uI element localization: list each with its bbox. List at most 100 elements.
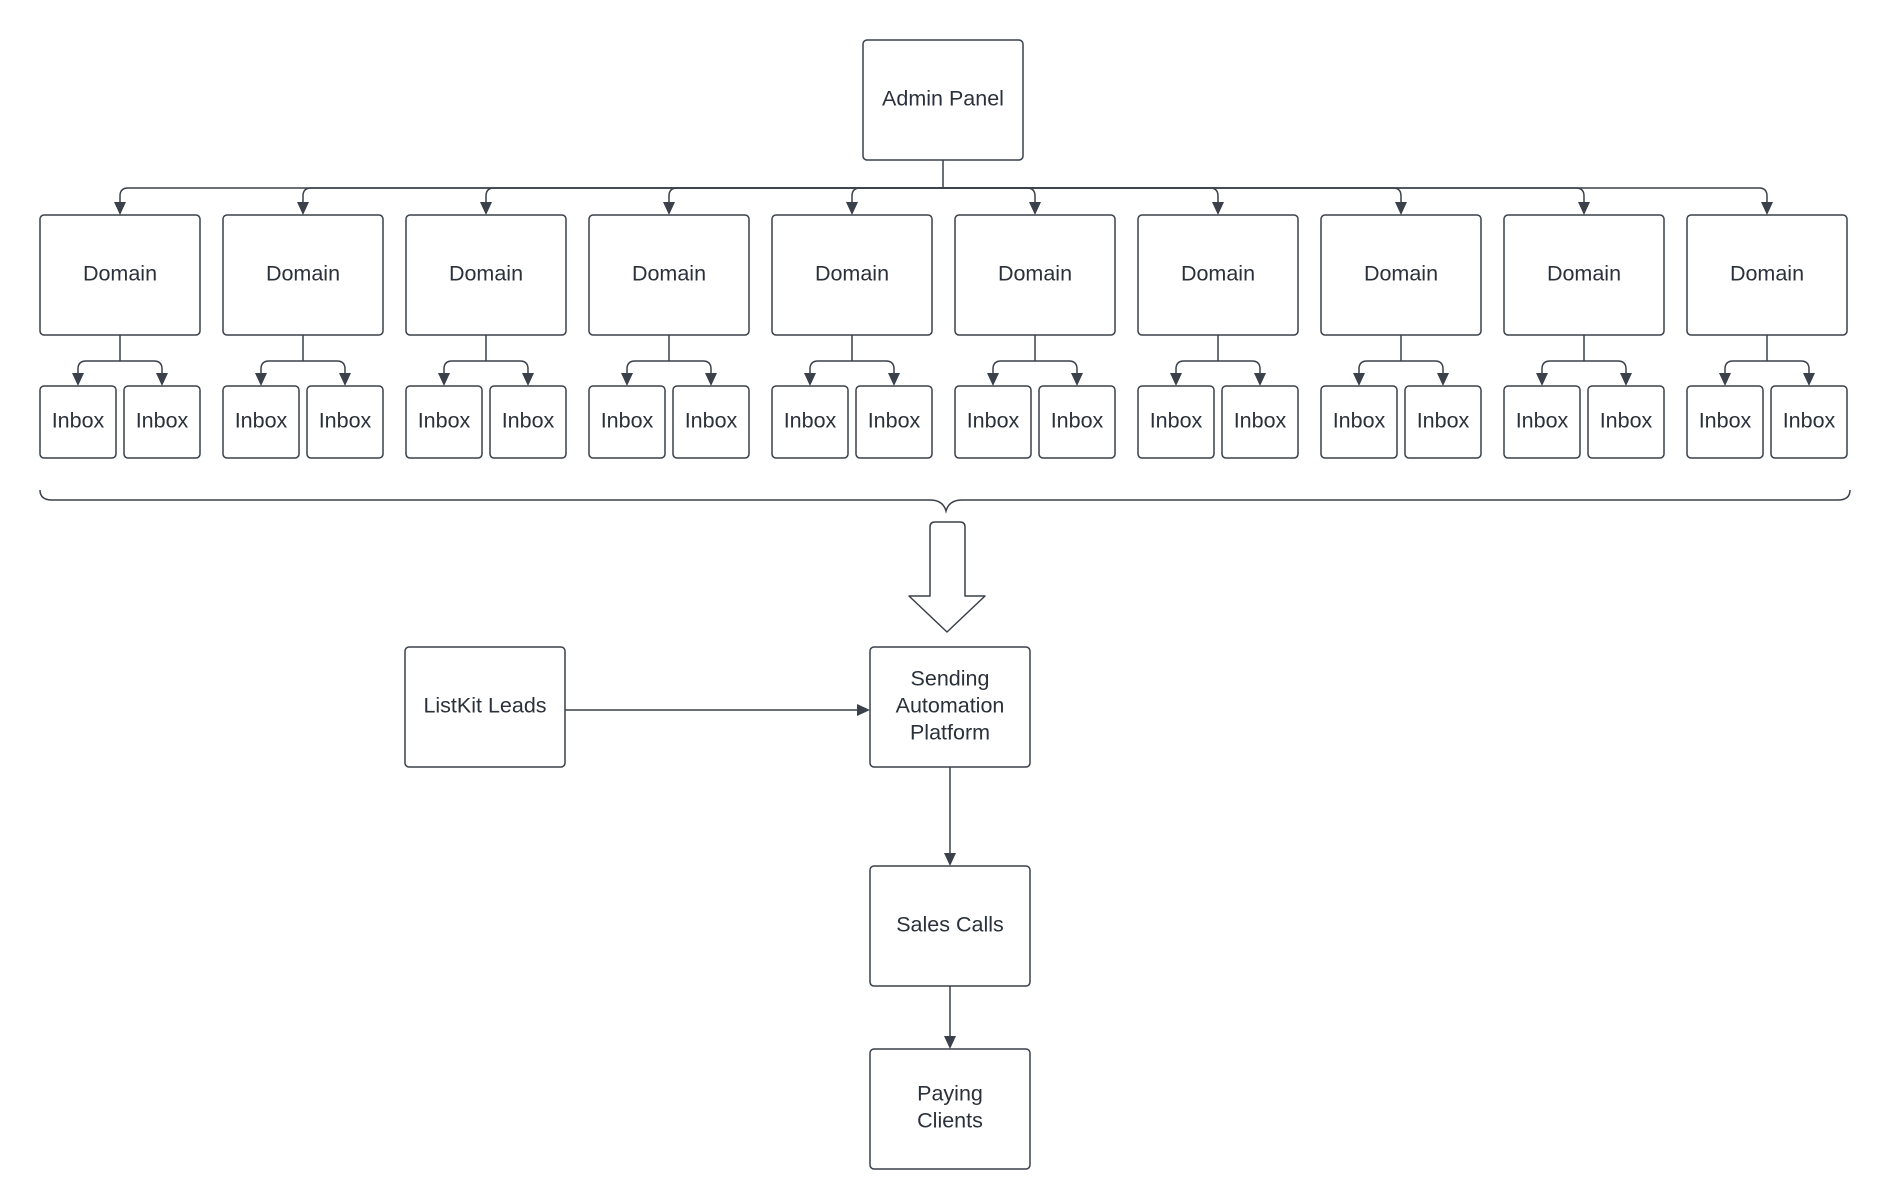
domain-label: Domain	[1547, 262, 1621, 286]
inbox-label: Inbox	[1699, 409, 1752, 433]
inbox-node: Inbox	[1587, 385, 1665, 459]
arrowhead	[888, 373, 900, 386]
arrowhead	[1029, 202, 1041, 215]
admin-panel-node: Admin Panel	[862, 39, 1024, 161]
arrowhead	[1578, 202, 1590, 215]
inbox-label: Inbox	[685, 409, 738, 433]
arrowhead	[255, 373, 267, 386]
connector-domain-to-inbox	[120, 360, 163, 384]
connector-admin-to-domain	[943, 187, 1219, 213]
domain-label: Domain	[815, 262, 889, 286]
arrowhead	[72, 373, 84, 386]
connector-domain-to-inbox	[1584, 360, 1627, 384]
inbox-label: Inbox	[1783, 409, 1836, 433]
listkit-leads-label: ListKit Leads	[423, 694, 546, 718]
connector-domain-to-inbox	[852, 360, 895, 384]
domain-node: Domain	[39, 214, 201, 336]
domain-label: Domain	[632, 262, 706, 286]
arrowhead	[156, 373, 168, 386]
arrowhead	[1170, 373, 1182, 386]
domain-node: Domain	[1503, 214, 1665, 336]
inbox-label: Inbox	[319, 409, 372, 433]
connector-admin-to-domain	[943, 187, 1768, 213]
arrowhead	[857, 704, 870, 716]
inbox-label: Inbox	[601, 409, 654, 433]
domain-label: Domain	[998, 262, 1072, 286]
inbox-label: Inbox	[1333, 409, 1386, 433]
inbox-label: Inbox	[1600, 409, 1653, 433]
arrowhead	[1719, 373, 1731, 386]
arrowhead	[438, 373, 450, 386]
arrowhead	[1620, 373, 1632, 386]
domain-label: Domain	[1364, 262, 1438, 286]
inbox-node: Inbox	[489, 385, 567, 459]
arrowhead	[987, 373, 999, 386]
connector-admin-to-domain	[943, 187, 1585, 213]
connector-domain-to-inbox	[1541, 360, 1584, 384]
connector-domain-to-inbox	[443, 360, 486, 384]
domain-label: Domain	[449, 262, 523, 286]
connector-domain-to-inbox	[1401, 360, 1444, 384]
connector-admin-to-domain	[851, 187, 943, 213]
inbox-node: Inbox	[954, 385, 1032, 459]
arrowhead	[1437, 373, 1449, 386]
domain-node: Domain	[1137, 214, 1299, 336]
connector-domain-to-inbox	[669, 360, 712, 384]
connectors	[39, 160, 1851, 1049]
sales-calls-node: Sales Calls	[869, 865, 1031, 987]
arrowhead	[944, 853, 956, 866]
inbox-label: Inbox	[1417, 409, 1470, 433]
arrowhead	[1803, 373, 1815, 386]
connector-domain-to-inbox	[1767, 360, 1810, 384]
inbox-label: Inbox	[1150, 409, 1203, 433]
inbox-label: Inbox	[1516, 409, 1569, 433]
arrowhead	[480, 202, 492, 215]
platform-label-line-2: Automation	[896, 694, 1005, 718]
platform-label-line-1: Sending	[911, 667, 990, 691]
inbox-node: Inbox	[1404, 385, 1482, 459]
inbox-node: Inbox	[1503, 385, 1581, 459]
arrowhead	[297, 202, 309, 215]
inbox-node: Inbox	[222, 385, 300, 459]
connector-admin-to-domain	[943, 187, 1036, 213]
arrowhead	[1254, 373, 1266, 386]
arrowhead	[1353, 373, 1365, 386]
grouping-brace	[39, 489, 1851, 514]
arrowhead	[1395, 202, 1407, 215]
connector-domain-to-inbox	[626, 360, 669, 384]
domain-node: Domain	[405, 214, 567, 336]
inbox-label: Inbox	[136, 409, 189, 433]
paying-clients-label-line-1: Paying	[917, 1082, 983, 1106]
connector-admin-to-domain	[668, 187, 943, 213]
sending-automation-platform-node: Sending Automation Platform	[869, 646, 1031, 768]
arrowhead	[705, 373, 717, 386]
connector-domain-to-inbox	[1218, 360, 1261, 384]
inbox-node: Inbox	[1137, 385, 1215, 459]
connector-admin-to-domain	[119, 187, 943, 213]
arrowhead	[621, 373, 633, 386]
connector-admin-to-domain	[943, 187, 1402, 213]
connector-domain-to-inbox	[992, 360, 1035, 384]
inbox-label: Inbox	[235, 409, 288, 433]
inbox-node: Inbox	[39, 385, 117, 459]
inbox-label: Inbox	[502, 409, 555, 433]
arrowhead	[663, 202, 675, 215]
arrowhead	[1761, 202, 1773, 215]
inbox-label: Inbox	[967, 409, 1020, 433]
inbox-label: Inbox	[868, 409, 921, 433]
connector-domain-to-inbox	[1175, 360, 1218, 384]
connector-domain-to-inbox	[486, 360, 529, 384]
domain-label: Domain	[1181, 262, 1255, 286]
arrowhead	[1071, 373, 1083, 386]
inbox-node: Inbox	[771, 385, 849, 459]
inbox-node: Inbox	[306, 385, 384, 459]
arrowhead	[1212, 202, 1224, 215]
inbox-label: Inbox	[418, 409, 471, 433]
sales-calls-label: Sales Calls	[896, 913, 1004, 937]
domain-node: Domain	[222, 214, 384, 336]
connector-domain-to-inbox	[1724, 360, 1767, 384]
inbox-label: Inbox	[52, 409, 105, 433]
connector-domain-to-inbox	[1035, 360, 1078, 384]
